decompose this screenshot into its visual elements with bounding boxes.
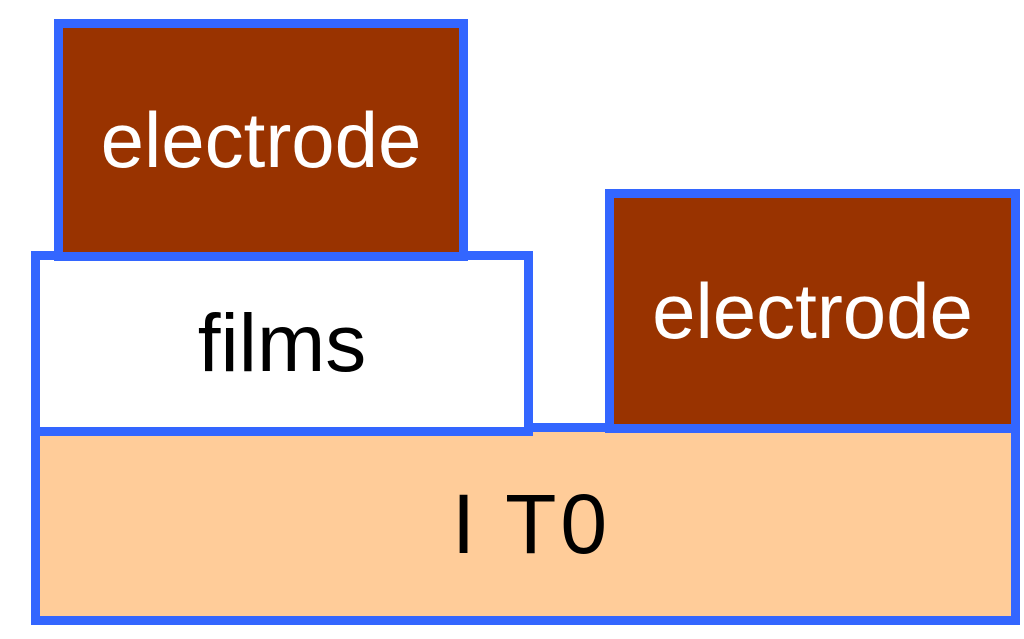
top-electrode: electrode — [54, 19, 468, 261]
right-electrode: electrode — [605, 189, 1020, 433]
ito-substrate-layer: I T0 — [31, 423, 1020, 625]
films-label: films — [197, 297, 367, 389]
films-layer: films — [31, 251, 533, 436]
ito-label: I T0 — [451, 477, 612, 571]
right-electrode-label: electrode — [652, 267, 973, 355]
top-electrode-label: electrode — [100, 96, 422, 184]
